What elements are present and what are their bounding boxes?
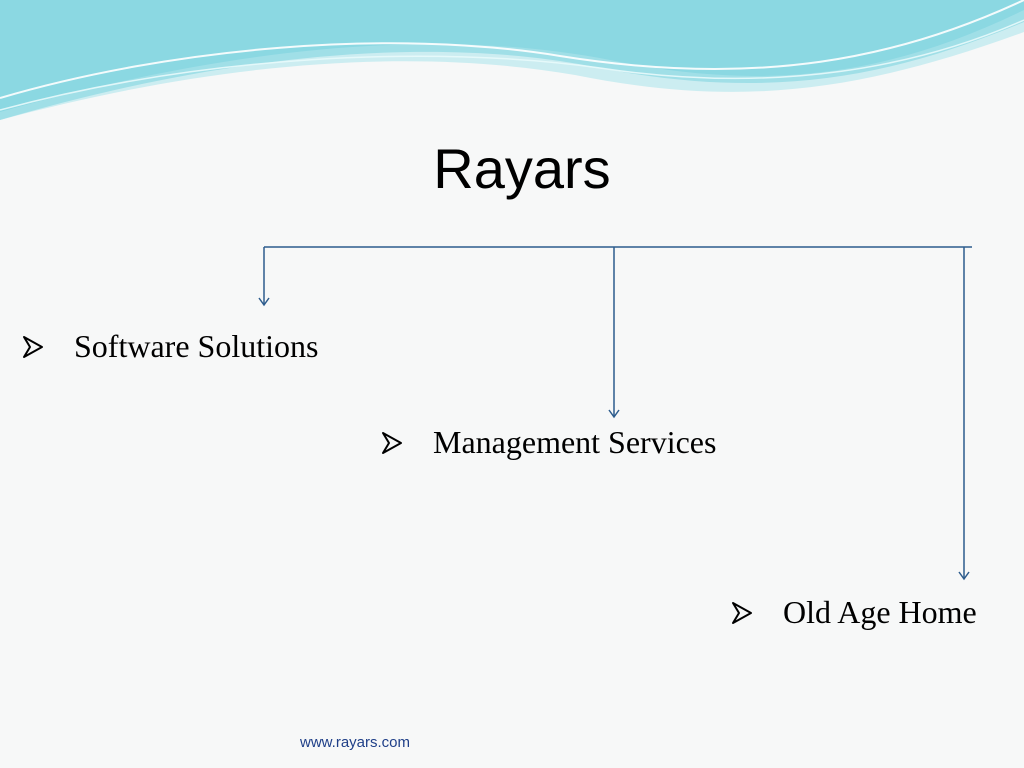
item-software-solutions: Software Solutions xyxy=(22,328,318,365)
item-label: Old Age Home xyxy=(783,594,977,630)
arrow-bullet-icon xyxy=(382,431,402,454)
item-label: Management Services xyxy=(433,424,717,460)
connector-arrowhead-management xyxy=(608,409,620,419)
header-wave-decoration xyxy=(0,0,1024,120)
item-old-age-home: Old Age Home xyxy=(731,594,977,631)
connector-arrowhead-oldage xyxy=(958,571,970,581)
slide-title: Rayars xyxy=(433,137,611,200)
item-management-services: Management Services xyxy=(381,424,716,461)
connector-arrowhead-software xyxy=(258,297,270,307)
footer-url: www.rayars.com xyxy=(300,734,411,751)
arrow-bullet-icon xyxy=(732,601,752,624)
arrow-bullet-icon xyxy=(23,335,43,358)
item-label: Software Solutions xyxy=(74,328,319,364)
